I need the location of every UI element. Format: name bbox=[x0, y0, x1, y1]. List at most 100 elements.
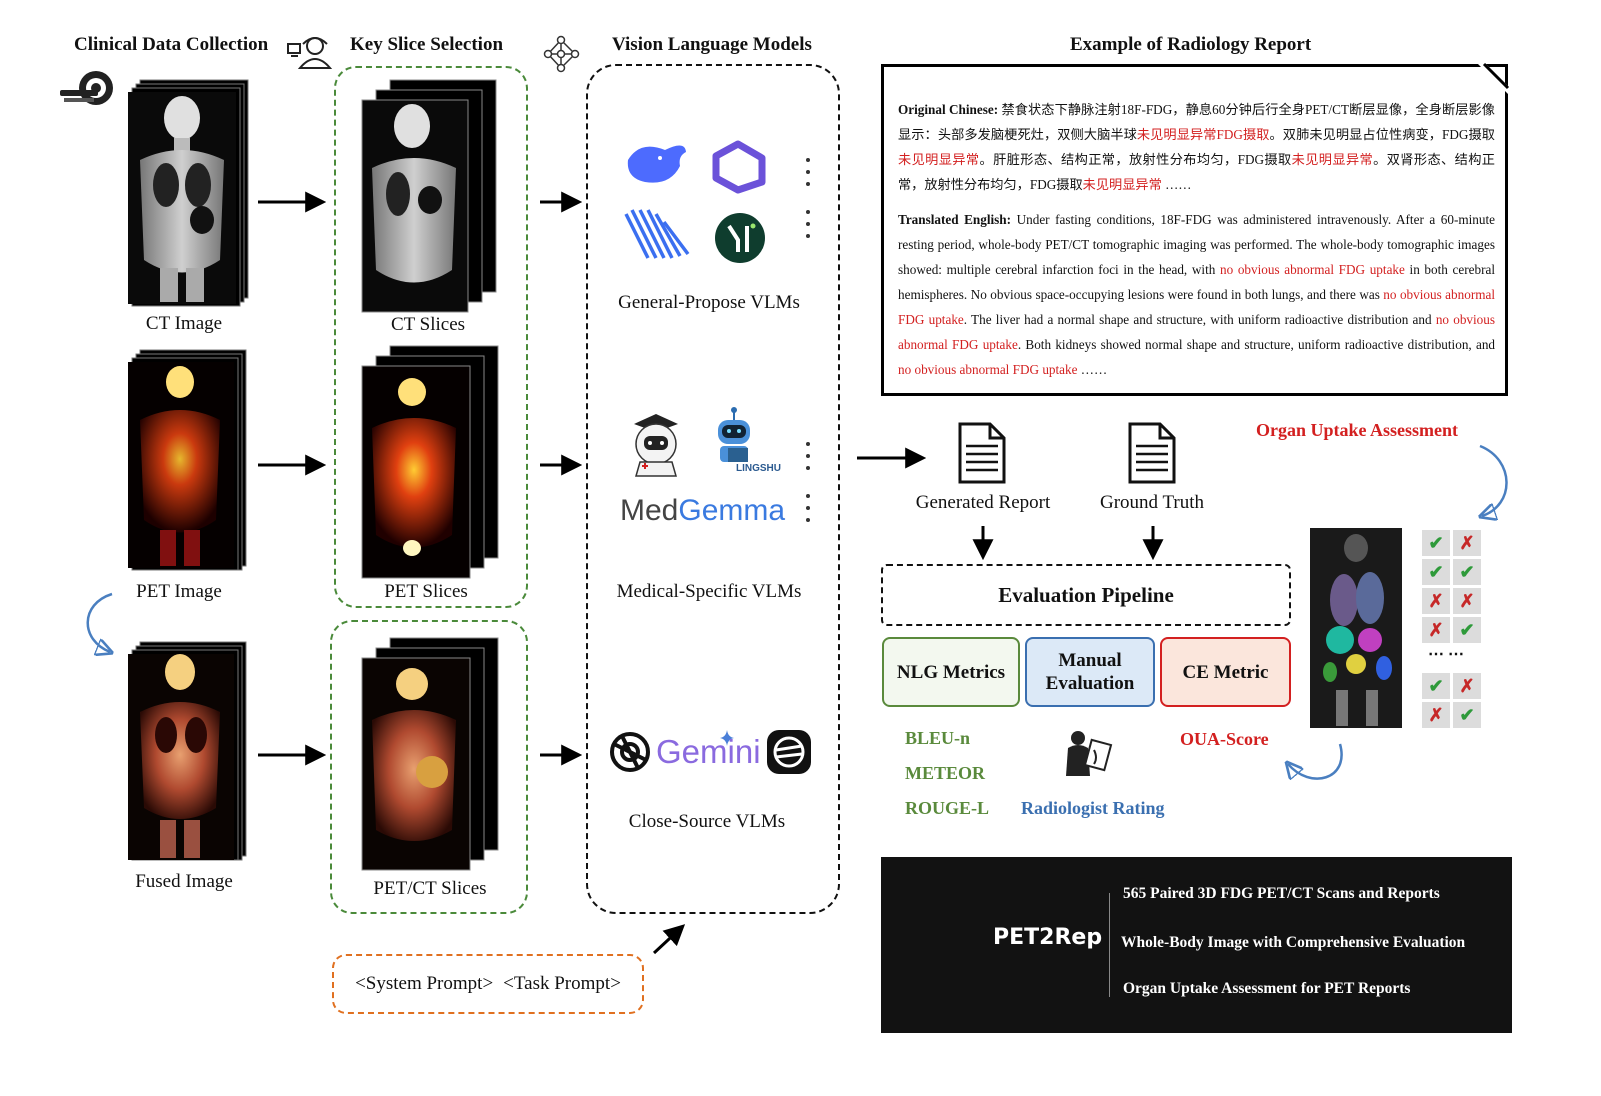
metric-radiologist-rating: Radiologist Rating bbox=[1021, 798, 1165, 818]
label-organ-uptake: Organ Uptake Assessment bbox=[1256, 420, 1459, 440]
curved-arrow-pet-to-fused bbox=[86, 592, 112, 652]
pet-slices-stack bbox=[361, 345, 499, 579]
check-icon: ✔ bbox=[1453, 617, 1481, 643]
deepseek-logo-icon bbox=[627, 145, 686, 183]
pet2rep-name: PET2Rep bbox=[993, 925, 1103, 950]
cross-icon: ✗ bbox=[1422, 617, 1450, 643]
more-dots-icon bbox=[806, 158, 810, 522]
label-petct-slices: PET/CT Slices bbox=[373, 878, 487, 899]
medgemma-med-text: Med bbox=[620, 494, 679, 527]
report-en-text-3: . The liver had a normal shape and struc… bbox=[963, 312, 1436, 327]
metric-oua-score: OUA-Score bbox=[1180, 729, 1269, 749]
section-title-vlm: Vision Language Models bbox=[612, 34, 812, 55]
section-title-report: Example of Radiology Report bbox=[1070, 34, 1312, 55]
check-icon: ✔ bbox=[1453, 702, 1481, 728]
curved-arrow-organ-to-grid bbox=[1480, 444, 1508, 516]
ct-slices-stack bbox=[361, 79, 497, 313]
organ-assessment-grid: ✔✗✔✔✗✗✗✔✔✗✗✔ bbox=[1422, 530, 1486, 730]
label-pet-slices: PET Slices bbox=[384, 581, 468, 602]
report-cn-highlight-3: 未见明显异常 bbox=[1291, 152, 1374, 167]
petct-slices-stack bbox=[361, 637, 499, 871]
prompt-box: <System Prompt> <Task Prompt> bbox=[332, 954, 644, 1014]
report-cn-text-2: 。双肺未见明显占位性病变，FDG摄取 bbox=[1269, 127, 1495, 142]
neural-network-icon bbox=[543, 35, 580, 73]
banner-line-3: Organ Uptake Assessment for PET Reports bbox=[1123, 980, 1411, 997]
intern-logo-icon bbox=[624, 209, 690, 259]
manual-evaluation-box: Manual Evaluation bbox=[1025, 637, 1155, 707]
grid-ellipsis: ⋯ ⋯ bbox=[1428, 646, 1464, 663]
gemini-sparkle-icon bbox=[720, 730, 734, 746]
label-medical-vlms: Medical-Specific VLMs bbox=[616, 581, 802, 602]
scanner-icon bbox=[60, 71, 113, 105]
curved-arrow-to-oua bbox=[1288, 743, 1343, 779]
doctor-robot-logo-icon bbox=[634, 414, 678, 477]
report-en-label: Translated English: bbox=[898, 212, 1012, 227]
metric-meteor: METEOR bbox=[905, 763, 986, 783]
lingshu-robot-icon bbox=[718, 407, 750, 462]
check-icon: ✔ bbox=[1422, 673, 1450, 699]
report-en-text-2: in both cerebral hemispheres. No obvious… bbox=[898, 262, 1495, 302]
check-icon: ✔ bbox=[1453, 559, 1481, 585]
metric-bleu: BLEU-n bbox=[905, 728, 971, 748]
report-en-highlight-2: no obvious abnormal FDG uptake bbox=[898, 287, 1495, 327]
vlm-box bbox=[586, 64, 840, 914]
report-cn-text-5: …… bbox=[1161, 177, 1192, 192]
report-cn-label: Original Chinese: bbox=[898, 102, 999, 117]
label-pet-image: PET Image bbox=[136, 581, 222, 602]
ground-truth-document-icon bbox=[1128, 422, 1176, 484]
report-en-text-4: . Both kidneys showed normal shape and s… bbox=[1017, 337, 1496, 352]
cross-icon: ✗ bbox=[1422, 588, 1450, 614]
key-slice-box-petct bbox=[330, 620, 528, 914]
banner-divider bbox=[1109, 893, 1110, 997]
task-prompt-label: <Task Prompt> bbox=[503, 973, 621, 994]
gemini-logo-text: Gemini bbox=[656, 733, 761, 770]
generated-report-document-icon bbox=[958, 422, 1006, 484]
report-en-highlight-1: no obvious abnormal FDG uptake bbox=[1219, 262, 1405, 277]
check-icon: ✔ bbox=[1422, 530, 1450, 556]
report-cn-text-3: 。肝脏形态、结构正常，放射性分布均匀，FDG摄取 bbox=[979, 152, 1292, 167]
label-general-vlms: General-Propose VLMs bbox=[618, 292, 800, 313]
report-en-highlight-3: no obvious abnormal FDG uptake bbox=[898, 312, 1495, 352]
banner-line-1: 565 Paired 3D FDG PET/CT Scans and Repor… bbox=[1123, 885, 1440, 902]
ct-image-stack bbox=[128, 79, 249, 307]
arrow-prompt-to-vlm bbox=[652, 924, 686, 955]
report-en-text-1: Under fasting conditions, 18F-FDG was ad… bbox=[898, 212, 1496, 277]
label-ct-slices: CT Slices bbox=[390, 314, 466, 335]
section-title-key-slice: Key Slice Selection bbox=[350, 34, 504, 55]
pet2rep-banner: PET2Rep 565 Paired 3D FDG PET/CT Scans a… bbox=[881, 857, 1512, 1033]
report-chinese: Original Chinese: 禁食状态下静脉注射18F-FDG，静息60分… bbox=[898, 97, 1495, 197]
yi-logo-icon bbox=[715, 213, 765, 263]
label-closed-vlms: Close-Source VLMs bbox=[628, 811, 786, 832]
evaluation-pipeline-box: Evaluation Pipeline bbox=[881, 564, 1291, 626]
manual-label-2: Evaluation bbox=[1045, 673, 1135, 694]
medgemma-gemma-text: Gemma bbox=[678, 494, 786, 527]
report-cn-highlight-1: 未见明显异常FDG摄取 bbox=[1136, 127, 1270, 142]
report-cn-highlight-2: 未见明显异常 bbox=[898, 152, 980, 167]
openai-logo-icon bbox=[610, 732, 650, 772]
label-generated-report: Generated Report bbox=[915, 492, 1051, 513]
organ-segmentation-image bbox=[1310, 528, 1402, 728]
lingshu-logo-text: LINGSHU bbox=[736, 463, 781, 474]
label-fused-image: Fused Image bbox=[135, 871, 233, 892]
radiologist-icon bbox=[1066, 731, 1113, 776]
manual-label-1: Manual bbox=[1058, 650, 1122, 671]
section-title-clinical: Clinical Data Collection bbox=[74, 34, 269, 55]
report-cn-highlight-4: 未见明显异常 bbox=[1082, 177, 1162, 192]
report-example-box: Original Chinese: 禁食状态下静脉注射18F-FDG，静息60分… bbox=[881, 62, 1510, 396]
qwen-logo-icon bbox=[712, 140, 766, 194]
report-cn-text-4: 。双肾形态、结构正常，放射性分布均匀，FDG摄取 bbox=[898, 152, 1495, 192]
ce-metric-box: CE Metric bbox=[1160, 637, 1291, 707]
folded-corner-icon bbox=[1478, 62, 1510, 94]
cross-icon: ✗ bbox=[1453, 588, 1481, 614]
nlg-metrics-box: NLG Metrics bbox=[882, 637, 1020, 707]
cross-icon: ✗ bbox=[1422, 702, 1450, 728]
banner-line-2: Whole-Body Image with Comprehensive Eval… bbox=[1121, 934, 1466, 951]
pet-image-stack bbox=[128, 349, 247, 571]
key-slice-box-ct-pet bbox=[334, 66, 528, 608]
grok-logo-icon bbox=[767, 730, 811, 774]
report-english: Translated English: Under fasting condit… bbox=[898, 207, 1495, 382]
report-en-highlight-4: no obvious abnormal FDG uptake bbox=[898, 362, 1078, 377]
medgemma-logo: MedGemma bbox=[620, 494, 785, 528]
report-en-text-5: …… bbox=[1077, 362, 1108, 377]
